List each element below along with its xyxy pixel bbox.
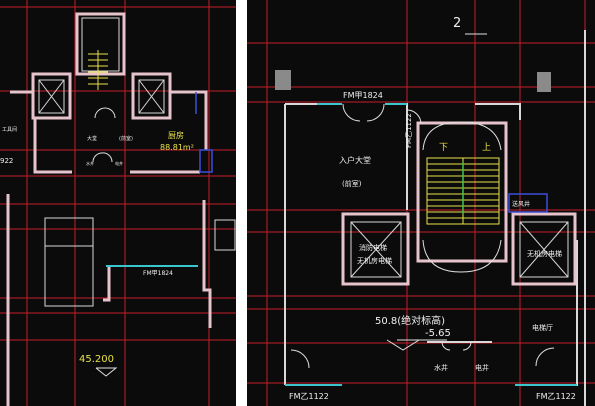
kitchen-area-label: 88.81m² [160, 143, 194, 152]
column-marker-right [537, 72, 551, 92]
right-floor-plan-panel: 2 [247, 0, 595, 406]
elevation-absolute: 50.8(绝对标高) [375, 314, 445, 327]
door-side-label: FM乙1122 [405, 113, 413, 148]
walls [6, 12, 212, 406]
elec-shaft-label: 电井 [115, 160, 123, 166]
stair-down-label: 下 [439, 143, 448, 153]
elevation-label: 45.200 [79, 354, 114, 365]
elevator-left-line1: 消防电梯 [359, 243, 387, 252]
elec-shaft-label: 电井 [475, 363, 489, 372]
fire-box-label: 送风井 [512, 200, 530, 208]
glass-walls [285, 103, 577, 386]
inner-walls [38, 17, 236, 307]
door-bottom-left-label: FM乙1122 [289, 392, 329, 401]
edge-text-tool-room: 工具间 [2, 126, 17, 133]
elevator-shafts [350, 221, 569, 278]
stair-lines [88, 50, 108, 90]
stair-up-label: 上 [482, 142, 491, 153]
elevator-hall-label: 电梯厅 [532, 323, 553, 332]
door-swings [92, 107, 116, 163]
level-marker [386, 339, 447, 351]
door-top-label: FM甲1824 [343, 91, 383, 100]
elevation-marker [95, 367, 118, 377]
elevator-right-label: 无机房电梯 [527, 249, 562, 258]
hall-subtitle: (前室) [342, 179, 362, 188]
blue-markers [195, 92, 213, 173]
edge-text-number: 922 [0, 157, 13, 165]
axis-grid [0, 0, 236, 406]
door-swings [290, 103, 555, 369]
fire-box [508, 193, 548, 213]
walls [284, 30, 586, 406]
hall-label: 大堂 [87, 135, 97, 142]
core-walls [341, 121, 577, 286]
room-kitchen-label: 厨房 [168, 130, 184, 140]
shaft-label: (前室) [119, 135, 133, 142]
elevator-left-line2: 无机房电梯 [357, 256, 392, 265]
left-floor-plan-panel: 厨房 88.81m² 大堂 (前室) 水井 电井 FM甲1824 45.200 … [0, 0, 236, 406]
hall-title: 入户大堂 [339, 155, 371, 165]
column-marker-left [275, 70, 291, 90]
axis-number: 2 [453, 16, 461, 31]
water-shaft-label: 水井 [434, 363, 448, 372]
left-floor-plan-drawing: 厨房 88.81m² 大堂 (前室) 水井 电井 FM甲1824 45.200 … [0, 0, 236, 406]
door-bottom-right-label: FM乙1122 [536, 392, 576, 401]
right-floor-plan-drawing: 2 [247, 0, 595, 406]
stair-outline [422, 121, 502, 273]
water-shaft-label: 水井 [86, 160, 94, 166]
elevation-relative: -5.65 [425, 328, 451, 339]
door-fm-label: FM甲1824 [143, 270, 173, 277]
axis-grid [247, 0, 595, 406]
